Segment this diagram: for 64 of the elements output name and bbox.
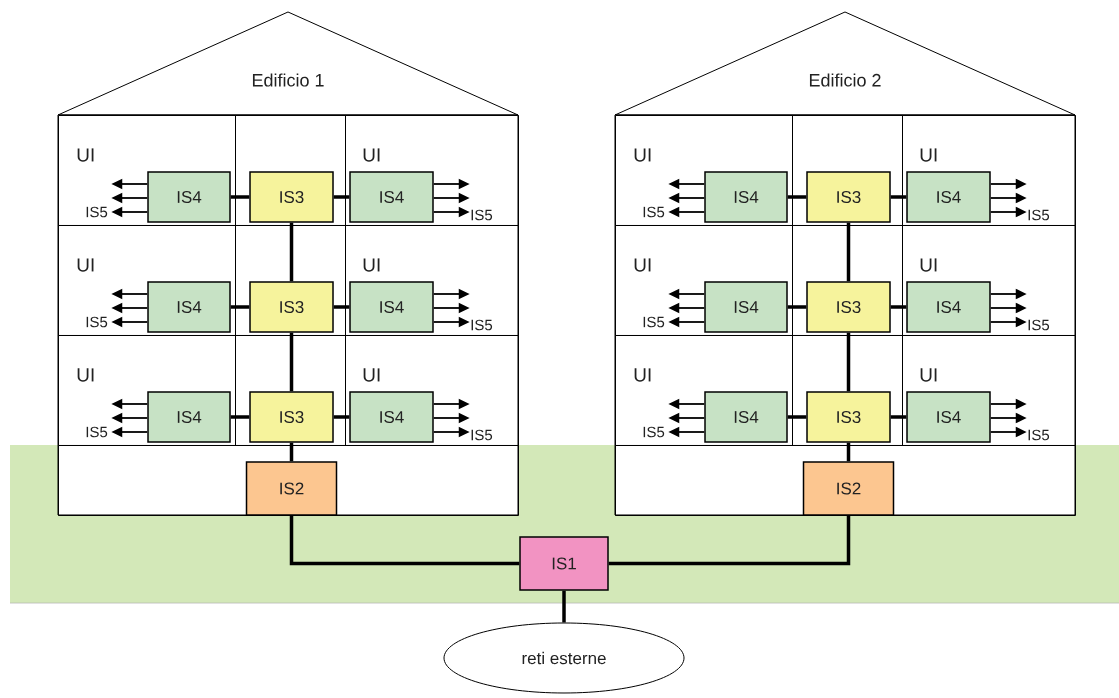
port-label: IS5 <box>1028 209 1050 221</box>
room-box <box>792 115 903 226</box>
room-box <box>792 335 903 446</box>
room-box <box>235 335 346 446</box>
port-label: IS5 <box>1028 319 1050 331</box>
cable-line <box>333 415 350 419</box>
port-label: IS5 <box>643 426 665 438</box>
network-node-box: IS4 <box>906 391 991 443</box>
port-label: IS5 <box>1028 429 1050 441</box>
cable-line <box>608 515 851 566</box>
network-node-box: IS2 <box>245 461 338 516</box>
network-node-box: IS4 <box>906 281 991 333</box>
network-node-box: IS4 <box>704 281 788 333</box>
cable-line <box>890 415 907 419</box>
network-node-box: IS3 <box>249 391 334 443</box>
network-node-box: IS3 <box>806 391 891 443</box>
cable-line <box>289 332 294 392</box>
cable-line <box>289 222 294 282</box>
network-node-box: IS4 <box>349 171 434 223</box>
network-node-box: IS2 <box>802 461 895 516</box>
port-label: IS5 <box>86 206 108 218</box>
room-box <box>235 225 346 336</box>
network-node-box: IS4 <box>349 391 434 443</box>
network-node-box: IS4 <box>906 171 991 223</box>
cable-line <box>846 222 851 282</box>
node-label: Edificio 2 <box>809 73 881 87</box>
cable-line <box>787 305 807 309</box>
cable-line <box>333 195 350 199</box>
room-box <box>58 445 519 516</box>
network-node-box: IS4 <box>147 281 231 333</box>
port-label: IS5 <box>643 316 665 328</box>
room-box <box>792 225 903 336</box>
network-node-box: IS3 <box>806 171 891 223</box>
network-node-box: IS4 <box>147 391 231 443</box>
room-box <box>615 445 1076 516</box>
network-node-box: IS4 <box>704 391 788 443</box>
network-node-box: IS3 <box>249 281 334 333</box>
port-label: IS5 <box>471 429 493 441</box>
network-node-box: IS4 <box>704 171 788 223</box>
cable-line <box>890 195 907 199</box>
cable-line <box>787 415 807 419</box>
room-box <box>235 115 346 226</box>
cable-line <box>289 442 294 462</box>
network-node-box: IS1 <box>519 536 609 591</box>
cable-line <box>562 590 566 623</box>
port-label: IS5 <box>86 316 108 328</box>
port-label: IS5 <box>86 426 108 438</box>
cable-line <box>846 442 851 462</box>
network-node-box: IS3 <box>806 281 891 333</box>
cable-line <box>289 515 520 566</box>
cable-line <box>230 195 250 199</box>
network-node-box: IS4 <box>147 171 231 223</box>
network-node-box: IS4 <box>349 281 434 333</box>
cable-line <box>787 195 807 199</box>
node-label: Edificio 1 <box>252 73 324 87</box>
cable-line <box>230 415 250 419</box>
cable-line <box>230 305 250 309</box>
port-label: IS5 <box>643 206 665 218</box>
network-node-box: IS3 <box>249 171 334 223</box>
port-label: IS5 <box>471 209 493 221</box>
cable-line <box>333 305 350 309</box>
cable-line <box>846 332 851 392</box>
port-label: IS5 <box>471 319 493 331</box>
cable-line <box>890 305 907 309</box>
